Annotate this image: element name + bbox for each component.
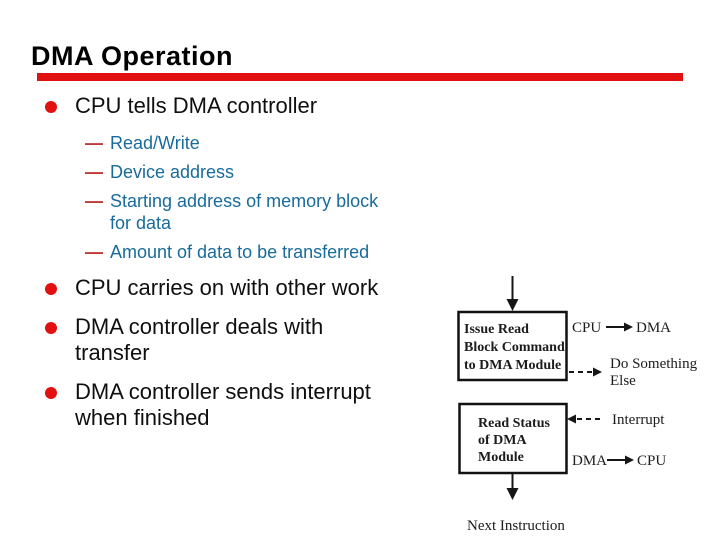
cpu-label: CPU	[572, 320, 601, 336]
issue-read-box-line: to DMA Module	[464, 358, 561, 373]
sub-bullet-text: Read/Write	[110, 133, 200, 153]
read-status-box: Read Status of DMA Module	[458, 402, 568, 475]
dma-to-cpu-flow: DMA CPU	[572, 453, 666, 469]
bullet-text: CPU carries on with other work	[75, 275, 379, 300]
dash-icon: —	[85, 133, 103, 153]
bullet-text: DMA controller deals with transfer	[75, 314, 324, 365]
list-item: CPU tells DMA controller	[43, 93, 475, 119]
dashed-right-arrow-icon	[569, 367, 602, 377]
cpu-label: CPU	[637, 453, 666, 469]
sub-bullet-text: Starting address of memory block for dat…	[110, 191, 379, 233]
bullet-text: CPU tells DMA controller	[75, 93, 318, 118]
sub-bullet-text: Device address	[110, 162, 235, 182]
issue-read-box: Issue Read Block Command to DMA Module	[457, 310, 568, 382]
list-item: DMA controller deals with transfer	[43, 314, 475, 366]
dma-label: DMA	[572, 453, 607, 469]
list-item: DMA controller sends interrupt when fini…	[43, 379, 475, 431]
list-item: CPU carries on with other work	[43, 275, 475, 301]
dash-icon: —	[85, 191, 103, 211]
right-arrow-icon	[606, 322, 633, 332]
dash-icon: —	[85, 162, 103, 182]
title-underline	[37, 73, 683, 81]
read-status-box-line: of DMA	[478, 433, 527, 448]
interrupt-flow: Interrupt	[567, 412, 665, 428]
sub-list-item: — Device address	[43, 161, 475, 183]
bullet-text: DMA controller sends interrupt when fini…	[75, 379, 371, 430]
bullet-list: CPU tells DMA controller — Read/Write — …	[43, 93, 475, 444]
do-something-flow: Do Something Else	[569, 356, 698, 389]
cpu-to-dma-flow: CPU DMA	[572, 320, 671, 336]
bullet-icon	[45, 387, 57, 399]
interrupt-label: Interrupt	[612, 412, 665, 428]
sub-list-item: — Amount of data to be transferred	[43, 241, 475, 263]
sub-bullet-list: — Read/Write — Device address — Starting…	[43, 132, 475, 263]
sub-list-item: — Read/Write	[43, 132, 475, 154]
flow-arrow-bottom-icon	[506, 473, 519, 500]
page-title: DMA Operation	[31, 41, 233, 71]
sub-bullet-text: Amount of data to be transferred	[110, 242, 370, 262]
issue-read-box-line: Issue Read	[464, 322, 529, 337]
bullet-icon	[45, 283, 57, 295]
next-instruction-label: Next Instruction	[467, 518, 565, 534]
read-status-box-line: Module	[478, 450, 524, 465]
do-something-label: Else	[610, 373, 636, 389]
flow-arrow-top-icon	[506, 276, 519, 311]
dma-label: DMA	[636, 320, 671, 336]
bullet-icon	[45, 101, 57, 113]
dashed-left-arrow-icon	[567, 414, 604, 424]
do-something-label: Do Something	[610, 356, 698, 372]
dma-flow-diagram: Issue Read Block Command to DMA Module C…	[457, 276, 698, 534]
sub-list-item: — Starting address of memory block for d…	[43, 190, 475, 234]
bullet-icon	[45, 322, 57, 334]
issue-read-box-line: Block Command	[464, 340, 565, 355]
read-status-box-line: Read Status	[478, 416, 551, 431]
right-arrow-icon	[607, 455, 634, 465]
dash-icon: —	[85, 242, 103, 262]
